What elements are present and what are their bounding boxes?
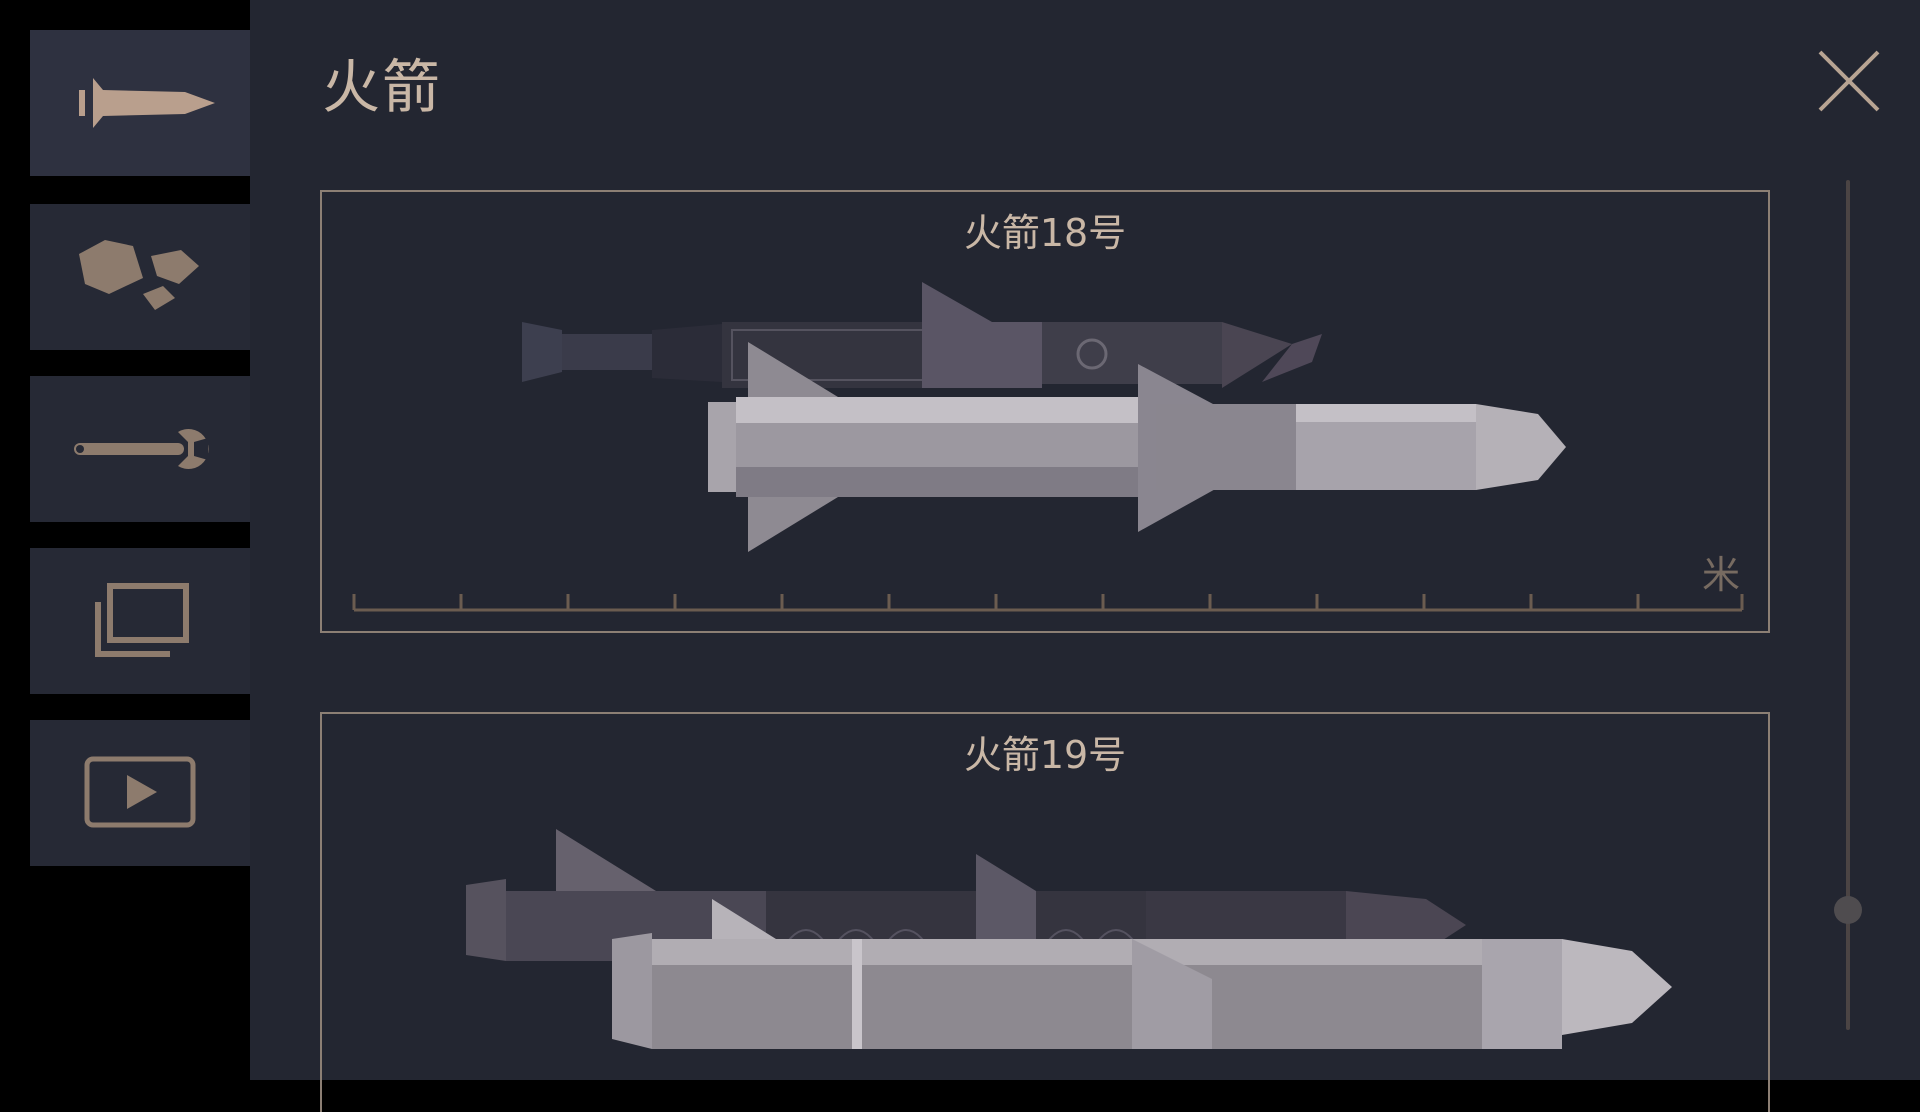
tab-tools[interactable] — [30, 376, 252, 522]
rocket-18-image — [708, 342, 1566, 552]
rocket-card-18[interactable]: 火箭18号 — [320, 190, 1770, 633]
close-icon[interactable] — [1816, 48, 1882, 114]
tab-asteroids[interactable] — [30, 204, 252, 350]
tab-windows[interactable] — [30, 548, 252, 694]
scrollbar-track[interactable] — [1846, 180, 1850, 1030]
tab-rockets[interactable] — [30, 30, 270, 176]
rocket-19-image — [612, 899, 1672, 1049]
wrench-icon — [74, 429, 209, 469]
rocket-card-19[interactable]: 火箭19号 — [320, 712, 1770, 1112]
tab-video[interactable] — [30, 720, 252, 866]
card-title: 火箭19号 — [963, 733, 1127, 777]
play-icon — [84, 756, 196, 828]
length-ruler — [352, 594, 1744, 612]
card-title: 火箭18号 — [963, 211, 1127, 255]
scale-unit-label: 米 — [1701, 553, 1740, 597]
scrollbar-thumb[interactable] — [1834, 896, 1862, 924]
rocket-icon — [79, 78, 215, 128]
layers-icon — [95, 583, 189, 657]
page-title: 火箭 — [322, 53, 443, 121]
rocket-18-background-image — [522, 282, 1322, 388]
catalog-panel: 火箭 火箭18号 — [250, 0, 1920, 1112]
rocks-icon — [79, 240, 199, 310]
